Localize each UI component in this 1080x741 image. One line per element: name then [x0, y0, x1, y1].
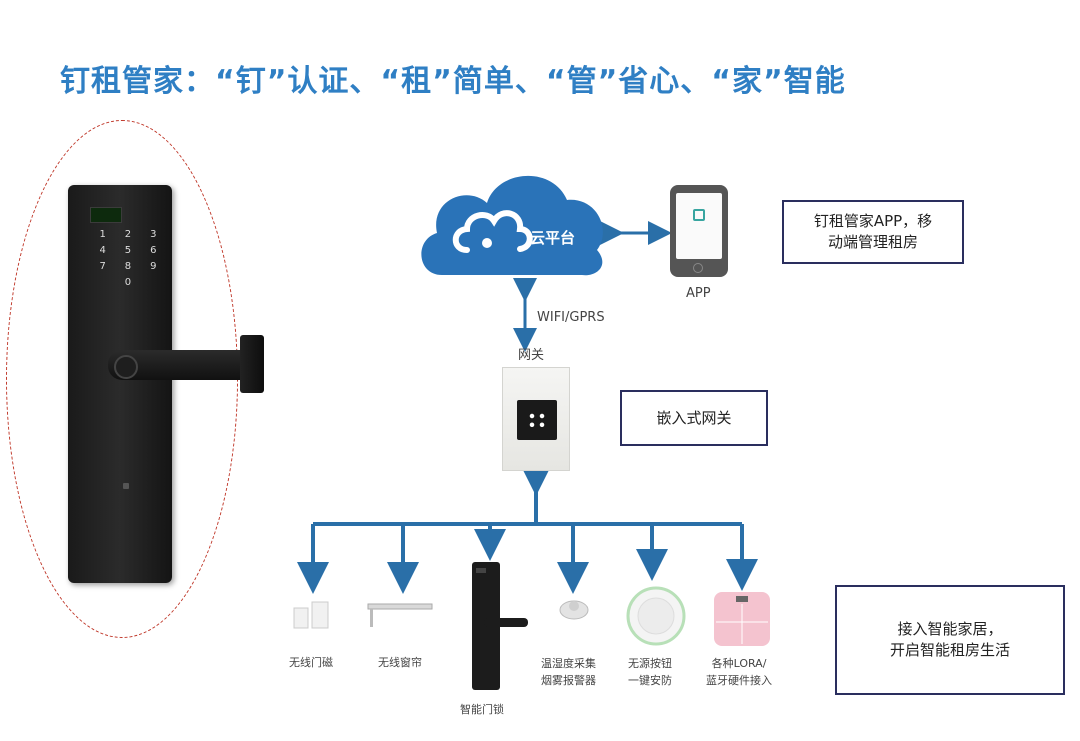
app-desc-line1: 钉租管家APP，移: [813, 212, 933, 230]
keypad-key: 8: [124, 261, 132, 272]
gateway-label: 网关: [518, 348, 545, 363]
embedded-gateway-box: 嵌入式网关: [620, 390, 768, 446]
keypad-key: 3: [150, 229, 157, 240]
gateway-device: [502, 367, 570, 471]
keypad-key: 9: [150, 261, 157, 272]
keypad-key: 1: [99, 229, 106, 240]
device-label-lora: 各种LORA/ 蓝牙硬件接入: [706, 656, 772, 689]
keypad-key: 6: [150, 245, 157, 256]
curtain-icon: [366, 600, 436, 634]
device-label-curtain: 无线窗帘: [378, 656, 422, 669]
fingerprint-icon: [114, 355, 138, 379]
device-label-panic-button: 无源按钮 一键安防: [628, 656, 672, 689]
phone-screen: [676, 193, 722, 259]
app-desc-line2: 动端管理租房: [827, 233, 918, 251]
app-label: APP: [686, 286, 711, 301]
lock-body: 1 2 3 4 5 6 7 8 9 0: [68, 185, 172, 583]
device-label-smart-lock: 智能门锁: [460, 703, 504, 716]
smart-lock-image: 1 2 3 4 5 6 7 8 9 0: [62, 185, 272, 585]
smoke-sensor-icon: [556, 592, 592, 626]
socket-icon: [517, 400, 557, 440]
panic-line2: 一键安防: [628, 673, 672, 687]
app-desc-box: 钉租管家APP，移 动端管理租房: [782, 200, 964, 264]
device-label-door-sensor: 无线门磁: [289, 656, 333, 669]
lock-handle-tip: [240, 335, 264, 393]
panic-button-icon: [625, 586, 687, 650]
cloud-icon: [421, 175, 603, 276]
smart-home-line2: 开启智能租房生活: [889, 641, 1010, 659]
cloud-platform: 云平台: [412, 155, 612, 290]
lora-line1: 各种LORA/: [711, 657, 767, 670]
phone-icon: [670, 185, 728, 277]
small-lock-icon: [468, 560, 532, 698]
smart-home-line1: 接入智能家居，: [897, 620, 1003, 638]
lora-line2: 蓝牙硬件接入: [706, 673, 772, 687]
keypad-key: 7: [99, 261, 106, 272]
temp-humidity-line2: 烟雾报警器: [541, 673, 596, 687]
keypad-key: 0: [124, 277, 132, 288]
cloud-label: 云平台: [530, 229, 576, 247]
keyhole-icon: [123, 483, 129, 489]
lock-screen: [90, 207, 122, 223]
temp-humidity-line1: 温湿度采集: [541, 657, 596, 670]
page-title: 钉租管家：“钉”认证、“租”简单、“管”省心、“家”智能: [60, 64, 846, 99]
door-sensor-icon: [290, 598, 336, 642]
app-logo-icon: [693, 209, 705, 221]
lock-keypad: 1 2 3 4 5 6 7 8 9 0: [90, 229, 166, 288]
home-button-icon: [693, 263, 703, 273]
device-label-temp-humidity: 温湿度采集 烟雾报警器: [541, 656, 596, 689]
keypad-key: 5: [124, 245, 132, 256]
keypad-key: 2: [124, 229, 132, 240]
panic-line1: 无源按钮: [628, 657, 672, 670]
keypad-key: 4: [99, 245, 106, 256]
smart-home-box: 接入智能家居， 开启智能租房生活: [835, 585, 1065, 695]
link-label: WIFI/GPRS: [537, 310, 605, 325]
smart-scale-icon: [712, 590, 772, 652]
